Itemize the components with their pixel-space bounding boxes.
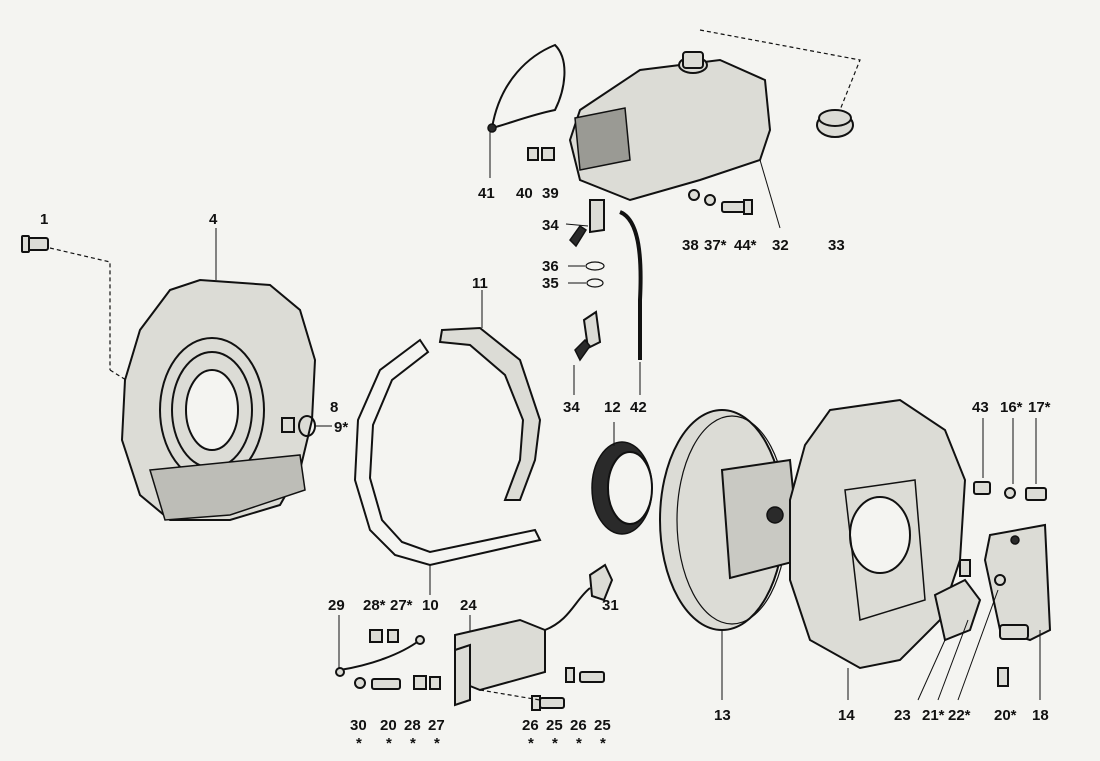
- label-41: 41: [478, 185, 495, 202]
- label-1: 1: [40, 211, 48, 228]
- label-44: 44*: [734, 237, 757, 254]
- part-41-strap: [487, 43, 566, 178]
- label-37: 37*: [704, 237, 727, 254]
- label-29: 29: [328, 597, 345, 614]
- footnote-star-26-a: *: [528, 735, 534, 752]
- label-32: 32: [772, 237, 789, 254]
- part-11-guard-strip: [438, 290, 542, 501]
- part-23-21-22-20: [917, 559, 1009, 701]
- label-34-top: 34: [542, 217, 559, 234]
- part-42-fuel-line: [619, 210, 643, 395]
- part-1-screw: [21, 235, 111, 370]
- label-18: 18: [1032, 707, 1049, 724]
- label-31: 31: [602, 597, 619, 614]
- label-20-left: 20: [380, 717, 397, 734]
- label-25-a: 25: [546, 717, 563, 734]
- part-38-37-44-fasteners: [688, 189, 753, 215]
- label-43: 43: [972, 399, 989, 416]
- part-25-26-screws: [479, 667, 605, 711]
- label-38: 38: [682, 237, 699, 254]
- label-14: 14: [838, 707, 855, 724]
- label-8: 8: [330, 399, 338, 416]
- label-39: 39: [542, 185, 559, 202]
- footnote-star-25-a: *: [552, 735, 558, 752]
- label-16: 16*: [1000, 399, 1023, 416]
- footnote-star-30: *: [356, 735, 362, 752]
- part-8-9-nut-ring: [281, 415, 332, 437]
- label-4: 4: [209, 211, 218, 228]
- part-10-gasket: [353, 338, 542, 595]
- part-43-16-17: [973, 418, 1047, 501]
- footnote-star-20: *: [386, 735, 392, 752]
- part-13-flywheel: [659, 409, 802, 700]
- label-42: 42: [630, 399, 647, 416]
- part-12-seal-ring: [591, 422, 653, 535]
- part-4-fan-housing: [109, 228, 317, 521]
- footnote-star-25-b: *: [600, 735, 606, 752]
- label-23: 23: [894, 707, 911, 724]
- label-9: 9*: [334, 419, 348, 436]
- part-31-plug-cap: [588, 563, 614, 602]
- label-36: 36: [542, 258, 559, 275]
- part-24-ignition-coil: [454, 587, 591, 707]
- label-40: 40: [516, 185, 533, 202]
- callout-labels: 1 4 8 9* 11 10 12 13 14 43 16* 17* 23 21…: [40, 185, 1051, 752]
- part-34-35-36-fuel-tap: [565, 199, 605, 395]
- label-26-b: 26: [570, 717, 587, 734]
- label-26-a: 26: [522, 717, 539, 734]
- label-17: 17*: [1028, 399, 1051, 416]
- footnote-star-28: *: [410, 735, 416, 752]
- label-22: 22*: [948, 707, 971, 724]
- label-30: 30: [350, 717, 367, 734]
- label-24: 24: [460, 597, 477, 614]
- label-27: 27: [428, 717, 445, 734]
- footnote-star-27: *: [434, 735, 440, 752]
- label-25-b: 25: [594, 717, 611, 734]
- part-39-40-nuts: [527, 147, 555, 161]
- part-29-cable-nuts: [335, 615, 441, 690]
- label-35: 35: [542, 275, 559, 292]
- label-28: 28: [404, 717, 421, 734]
- label-27-star: 27*: [390, 597, 413, 614]
- footnote-star-26-b: *: [576, 735, 582, 752]
- label-21: 21*: [922, 707, 945, 724]
- label-12: 12: [604, 399, 621, 416]
- part-32-fuel-tank: [568, 29, 861, 229]
- label-13: 13: [714, 707, 731, 724]
- label-11: 11: [472, 275, 488, 292]
- label-28-star: 28*: [363, 597, 386, 614]
- part-18-bracket: [983, 523, 1052, 700]
- part-14-crankcase: [789, 398, 967, 700]
- part-33-tank-cap: [816, 109, 854, 138]
- label-20-right: 20*: [994, 707, 1017, 724]
- label-10: 10: [422, 597, 439, 614]
- label-33: 33: [828, 237, 845, 254]
- label-34-bottom: 34: [563, 399, 580, 416]
